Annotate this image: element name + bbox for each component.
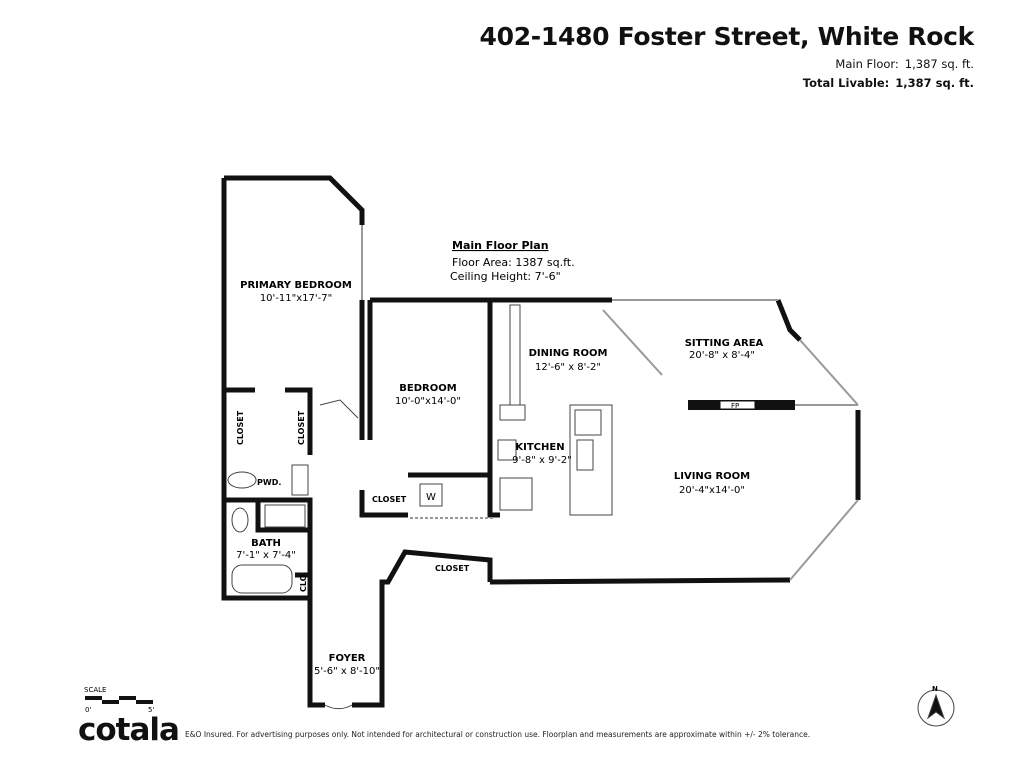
plan-title: Main Floor Plan (452, 239, 549, 252)
pwd-label: PWD. (257, 478, 281, 487)
closet-label: CLOSET (236, 410, 245, 445)
north-arrow-circle (917, 689, 955, 727)
room-name: FOYER (329, 653, 366, 664)
room-name: BEDROOM (399, 383, 456, 394)
floor-area: Floor Area: 1387 sq.ft. (452, 256, 575, 269)
fireplace-label: FP (731, 402, 739, 410)
disclaimer: E&O Insured. For advertising purposes on… (184, 730, 811, 739)
north-label: N (932, 685, 938, 693)
footer: cotala E&O Insured. For advertising purp… (78, 712, 811, 748)
total-livable-area: Total Livable:1,387 sq. ft. (802, 76, 974, 90)
main-floor-area: Main Floor:1,387 sq. ft. (835, 57, 974, 71)
room-dims: 10'-0"x14'-0" (395, 396, 461, 407)
room-dims: 9'-8" x 9'-2" (512, 455, 572, 466)
bathtub (231, 564, 293, 594)
scale-bar (85, 696, 153, 704)
scale-start: 0' (85, 706, 91, 714)
kitchen-island (569, 404, 613, 516)
scale-end: 5' (148, 706, 154, 714)
closet-label: CLOSET (372, 495, 407, 504)
closet-label: CLOSET (435, 564, 470, 573)
address-title: 402-1480 Foster Street, White Rock (479, 22, 975, 51)
room-dims: 5'-6" x 8'-10" (314, 666, 380, 677)
washer-label: W (426, 492, 436, 503)
room-name: BATH (251, 538, 281, 549)
washer (419, 483, 443, 507)
room-dims: 10'-11"x17'-7" (260, 293, 332, 304)
room-dims: 12'-6" x 8'-2" (535, 362, 601, 373)
room-dims: 20'-8" x 8'-4" (689, 350, 755, 361)
room-name: SITTING AREA (685, 338, 764, 349)
fixtures (227, 304, 955, 727)
room-name: LIVING ROOM (674, 471, 750, 482)
closet-label: CLOSET (297, 410, 306, 445)
room-name: DINING ROOM (529, 348, 608, 359)
room-dims: 7'-1" x 7'-4" (236, 550, 296, 561)
clo-label: CLO. (299, 572, 308, 592)
scale-label: SCALE (84, 686, 106, 694)
windows (361, 225, 859, 581)
room-name: PRIMARY BEDROOM (240, 280, 352, 291)
room-name: KITCHEN (515, 442, 564, 453)
ceiling-height: Ceiling Height: 7'-6" (450, 270, 561, 283)
cotala-logo: cotala (78, 712, 180, 748)
room-dims: 20'-4"x14'-0" (679, 485, 745, 496)
walls (221, 175, 861, 708)
